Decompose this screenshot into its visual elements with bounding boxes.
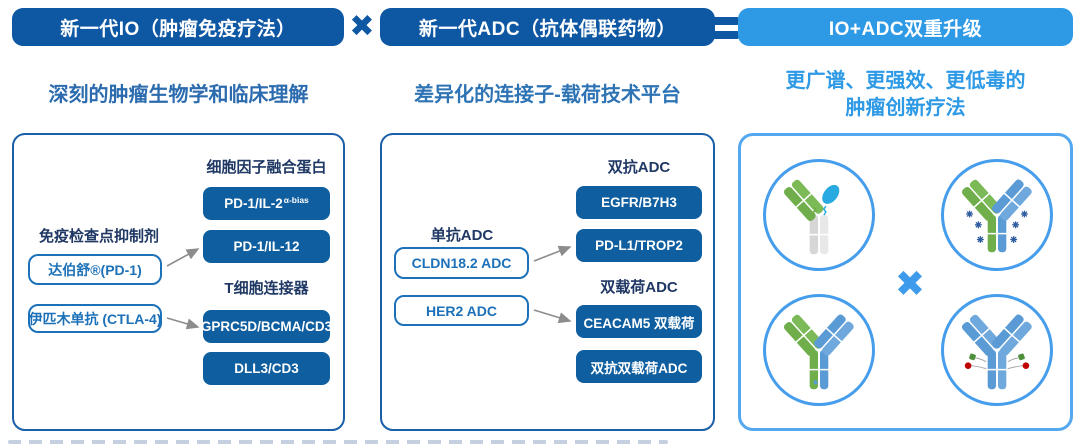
mono-adc-group-label: 单抗ADC — [430, 227, 494, 244]
dll3-tag: DLL3/CD3 — [203, 352, 330, 385]
ipilimumab-chip: 伊匹木单抗 (CTLA-4) — [28, 304, 162, 333]
adc-subtitle: 差异化的连接子-载荷技术平台 — [414, 84, 681, 106]
multiply-icon: ✖ — [349, 10, 375, 43]
pd1-il12-tag: PD-1/IL-12 — [203, 230, 330, 263]
io-header-label: 新一代IO（肿瘤免疫疗法） — [60, 18, 296, 40]
equals-icon — [712, 17, 739, 45]
her2-chip: HER2 ADC — [394, 295, 529, 326]
bispecific-adc-antibody-icon — [961, 179, 1032, 253]
result-multiply-icon: ✖ — [894, 263, 926, 304]
dual-payload-adc-antibody-icon — [961, 314, 1032, 390]
io-cytokine-fusion-antibody-icon — [783, 179, 840, 255]
result-header-pill: IO+ADC双重升级 — [738, 8, 1073, 46]
bispecific-antibody-circle — [763, 294, 875, 406]
adc-header-pill: 新一代ADC（抗体偶联药物） — [380, 8, 715, 46]
arrow-her2-to-ceacam5 — [533, 309, 572, 324]
ceacam5-tag: CEACAM5 双载荷 — [576, 305, 702, 338]
result-header-label: IO+ADC双重升级 — [828, 18, 983, 40]
pdl1-trop2-tag: PD-L1/TROP2 — [576, 229, 702, 262]
io-subtitle: 深刻的肿瘤生物学和临床理解 — [48, 84, 309, 106]
bispecific-adc-group-label: 双抗ADC — [607, 159, 671, 176]
adc-header-label: 新一代ADC（抗体偶联药物） — [418, 18, 677, 40]
io-antibody-circle — [763, 159, 875, 271]
cldn182-chip: CLDN18.2 ADC — [394, 247, 529, 279]
arrow-ipilimumab-to-gprc5d — [166, 317, 200, 330]
clipped-footnote-fragment — [8, 440, 668, 444]
adc-panel: 双抗ADC EGFR/B7H3 单抗ADC PD-L1/TROP2 CLDN18… — [380, 133, 715, 431]
dual-payload-group-label: 双载荷ADC — [600, 279, 678, 296]
egfr-b7h3-tag: EGFR/B7H3 — [576, 186, 702, 219]
arrow-tyvyt-to-pd1il12 — [166, 248, 200, 267]
io-header-pill: 新一代IO（肿瘤免疫疗法） — [12, 8, 344, 46]
dual-payload-adc-circle — [941, 294, 1053, 406]
tcell-engager-group-label: T细胞连接器 — [224, 280, 309, 297]
bispecific-dual-tag: 双抗双载荷ADC — [576, 350, 702, 383]
checkpoint-group-label: 免疫检查点抑制剂 — [38, 228, 159, 245]
cytokine-group-label: 细胞因子融合蛋白 — [206, 159, 327, 176]
bispecific-antibody-icon — [783, 314, 854, 390]
gprc5d-tag: GPRC5D/BCMA/CD3 — [201, 310, 332, 343]
tyvyt-chip: 达伯舒®(PD-1) — [28, 254, 162, 285]
result-panel: ✖ — [738, 133, 1073, 431]
bispecific-adc-circle — [941, 159, 1053, 271]
result-subtitle: 更广谱、更强效、更低毒的 肿瘤创新疗法 — [785, 70, 1026, 119]
arrow-cldn-to-pdl1 — [533, 245, 572, 262]
